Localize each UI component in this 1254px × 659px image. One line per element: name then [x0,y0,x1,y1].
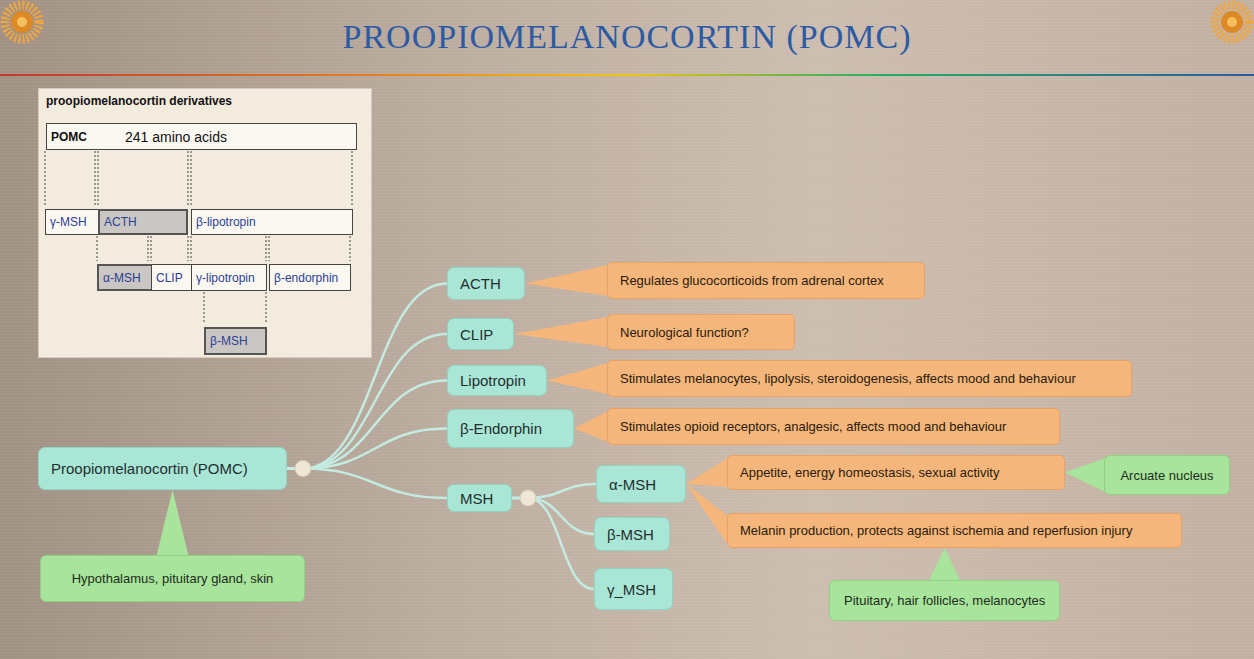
node-label: Stimulates opioid receptors, analgesic, … [620,419,1006,434]
branch-curve [512,498,594,589]
node-label: ACTH [104,215,137,229]
junction-dot [295,461,311,477]
topic-node: Lipotropin [447,365,547,396]
branch-curve [287,284,447,469]
node-label: MSH [460,490,493,507]
node-label: β-Endorphin [460,420,542,437]
topic-node: β-MSH [594,517,670,551]
junction-dot [520,490,536,506]
branch-curve [287,429,447,469]
node-label: Pituitary, hair follicles, melanocytes [844,593,1045,608]
node-label: α-MSH [609,476,656,493]
callout-pointer [514,317,608,347]
node-label: Lipotropin [460,372,526,389]
location-note: Hypothalamus, pituitary gland, skin [40,555,305,602]
node-detail: 241 amino acids [125,129,227,145]
callout-pointer [574,411,608,442]
fragment-box: γ-MSH [45,209,99,235]
node-label: POMC [51,130,87,144]
node-label: β-MSH [210,334,248,348]
branch-curve [287,381,447,469]
node-label: γ_MSH [607,581,656,598]
callout-box: Appetite, energy homeostasis, sexual act… [727,455,1065,490]
topic-node: α-MSH [596,465,686,503]
topic-node: CLIP [447,318,514,350]
callout-pointer [686,458,728,487]
fragment-box: CLIP [151,264,195,291]
topic-node: β-Endorphin [447,409,574,448]
node-label: γ-MSH [50,215,87,229]
node-label: ACTH [460,275,501,292]
node-label: Hypothalamus, pituitary gland, skin [72,571,274,586]
callout-box: Regulates glucocorticoids from adrenal c… [607,262,925,299]
node-label: γ-lipotropin [196,271,255,285]
fragment-box: β-lipotropin [191,209,353,235]
location-note: Pituitary, hair follicles, melanocytes [829,580,1060,621]
root-node: Proopiomelanocortin (POMC) [38,447,287,490]
node-label: β-lipotropin [196,215,256,229]
sunburst [1215,5,1249,39]
callout-pointer [547,363,608,394]
callout-box: Neurological function? [607,314,795,350]
fragment-box: α-MSH [97,264,153,291]
callout-pointer [1065,458,1105,492]
callout-pointer [929,548,961,581]
callout-box: Stimulates melanocytes, lipolysis, stero… [607,360,1132,397]
sunburst [5,5,39,39]
topic-node: ACTH [447,267,525,300]
node-label: CLIP [156,271,183,285]
fragment-box: γ-lipotropin [191,264,267,291]
callout-pointer [157,490,189,556]
node-label: Melanin production, protects against isc… [740,523,1132,538]
sequence-box: POMC 241 amino acids [46,123,357,150]
branch-curve [287,334,447,469]
inset-panel [38,88,372,358]
dotted-guides [45,151,352,324]
node-label: Regulates glucocorticoids from adrenal c… [620,273,884,288]
fragment-box: β-endorphin [269,264,351,291]
topic-node: MSH [447,484,512,512]
page-title: PROOPIOMELANOCORTIN (POMC) [0,18,1254,56]
node-label: CLIP [460,326,493,343]
node-label: proopiomelanocortin derivatives [46,94,232,108]
callout-pointer [686,484,728,545]
fragment-box: β-MSH [204,327,267,355]
branch-curve [287,469,447,499]
node-label: β-MSH [607,526,654,543]
node-label: Proopiomelanocortin (POMC) [51,460,248,477]
fragment-box: ACTH [98,209,188,235]
node-label: β-endorphin [274,271,338,285]
node-label: Stimulates melanocytes, lipolysis, stero… [620,371,1076,386]
callout-pointer [525,265,608,296]
title-rule [0,74,1254,76]
inset-panel: proopiomelanocortin derivativesPOMC 241 a… [38,88,372,358]
node-label: Arcuate nucleus [1120,468,1213,483]
callout-box: Stimulates opioid receptors, analgesic, … [607,408,1060,445]
topic-node: γ_MSH [594,568,673,610]
location-note: Arcuate nucleus [1104,455,1230,495]
callout-box: Melanin production, protects against isc… [727,513,1182,548]
node-label: α-MSH [103,271,141,285]
node-label: Appetite, energy homeostasis, sexual act… [740,465,999,480]
node-label: Neurological function? [620,325,749,340]
